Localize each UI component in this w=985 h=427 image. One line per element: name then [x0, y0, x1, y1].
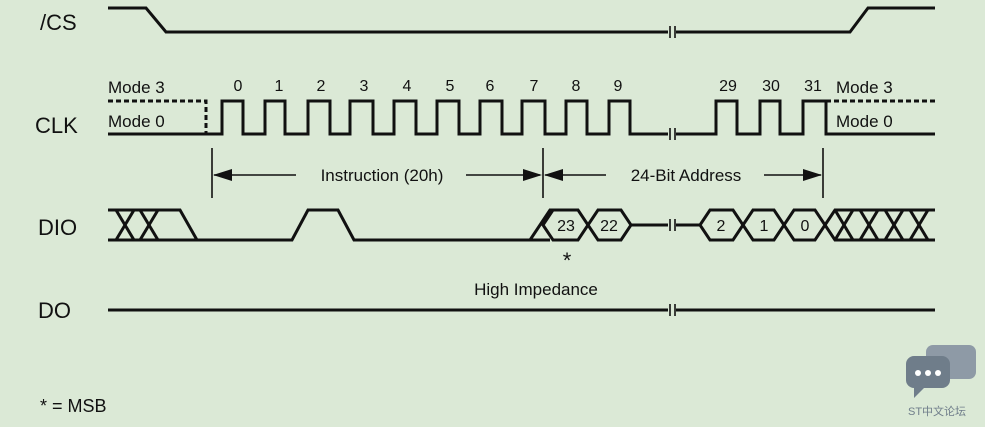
mode3-label-left: Mode 3	[108, 78, 165, 97]
do-break-marker	[669, 304, 676, 316]
cs-signal-label: /CS	[40, 10, 77, 35]
address-span-label: 24-Bit Address	[631, 166, 742, 185]
clock-number: 29	[719, 78, 737, 95]
dio-signal-label: DIO	[38, 215, 77, 240]
clock-cycle-numbers: 0 1 2 3 4 5 6 7 8 9 29 30 31	[234, 78, 822, 95]
cs-waveform-left	[108, 6, 668, 34]
clk-waveform-right	[676, 99, 935, 136]
clock-number: 3	[360, 78, 369, 95]
clk-signal-label: CLK	[35, 113, 78, 138]
cs-break-marker	[669, 26, 676, 38]
high-impedance-label: High Impedance	[474, 280, 598, 299]
clock-number: 0	[234, 78, 243, 95]
clk-break-marker	[669, 128, 676, 140]
clock-number: 31	[804, 78, 822, 95]
clock-number: 30	[762, 78, 780, 95]
mode0-label-right: Mode 0	[836, 112, 893, 131]
dio-bit-label: 23	[557, 218, 575, 235]
clock-number: 4	[403, 78, 412, 95]
clock-number: 5	[446, 78, 455, 95]
clock-number: 7	[530, 78, 539, 95]
address-span-arrow	[544, 169, 822, 181]
dio-bit-label: 2	[717, 218, 726, 235]
dio-bit-label: 22	[600, 218, 618, 235]
clock-number: 2	[317, 78, 326, 95]
dio-waveform	[108, 208, 935, 242]
msb-legend: * = MSB	[40, 396, 107, 416]
dio-bit-label: 0	[801, 218, 810, 235]
clk-mode3-dashed-left	[108, 99, 208, 134]
clock-number: 6	[486, 78, 495, 95]
do-signal-label: DO	[38, 298, 71, 323]
watermark-text: ST中文论坛	[908, 404, 966, 418]
dio-break-marker	[669, 219, 676, 231]
chat-bubble-icon	[906, 345, 976, 398]
clock-number: 1	[275, 78, 284, 95]
clk-waveform-left	[108, 99, 668, 136]
mode3-label-right: Mode 3	[836, 78, 893, 97]
mode0-label-left: Mode 0	[108, 112, 165, 131]
dio-bit-label: 1	[760, 218, 769, 235]
instruction-span-label: Instruction (20h)	[321, 166, 444, 185]
instruction-span-arrow	[213, 169, 542, 181]
msb-asterisk: *	[563, 248, 572, 273]
clock-number: 8	[572, 78, 581, 95]
cs-waveform-right	[676, 6, 935, 34]
clock-number: 9	[614, 78, 623, 95]
